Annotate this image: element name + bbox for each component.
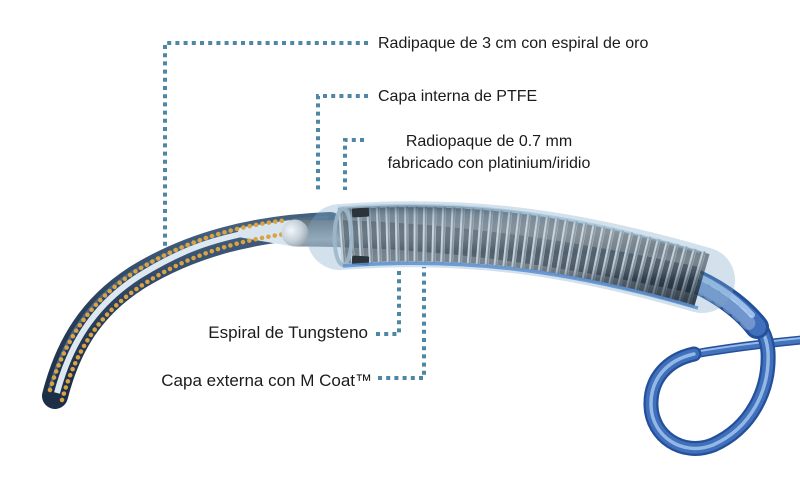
jacket-cut-edge-top	[351, 207, 370, 218]
label-ptfe-liner: Capa interna de PTFE	[378, 88, 538, 105]
wire-tail	[693, 335, 800, 359]
gold-spiral-lower-row	[59, 230, 295, 403]
label-gold-spiral: Radipaque de 3 cm con espiral de oro	[378, 35, 649, 52]
jacket-bottom-blue-edge	[342, 261, 699, 310]
leader-line-ptfe	[316, 94, 368, 190]
gold-spiral-upper-row	[47, 217, 291, 393]
label-tungsten-coil: Espiral de Tungsteno	[208, 323, 368, 342]
leader-line-gold-spiral	[163, 41, 368, 246]
core-dome-cap	[281, 219, 309, 247]
label-platinum-marker: Radiopaque de 0.7 mm fabricado con plati…	[387, 133, 591, 172]
leader-line-tungsten	[376, 267, 401, 336]
tip-inner-liner-strip	[54, 231, 243, 394]
label-outer-coat: Capa externa con M Coat™	[161, 371, 372, 390]
jacket-top-edge	[337, 203, 701, 254]
leader-line-platinum	[343, 138, 364, 190]
tip-gold-spiral-section	[42, 212, 343, 409]
tungsten-coil-section	[307, 201, 735, 313]
